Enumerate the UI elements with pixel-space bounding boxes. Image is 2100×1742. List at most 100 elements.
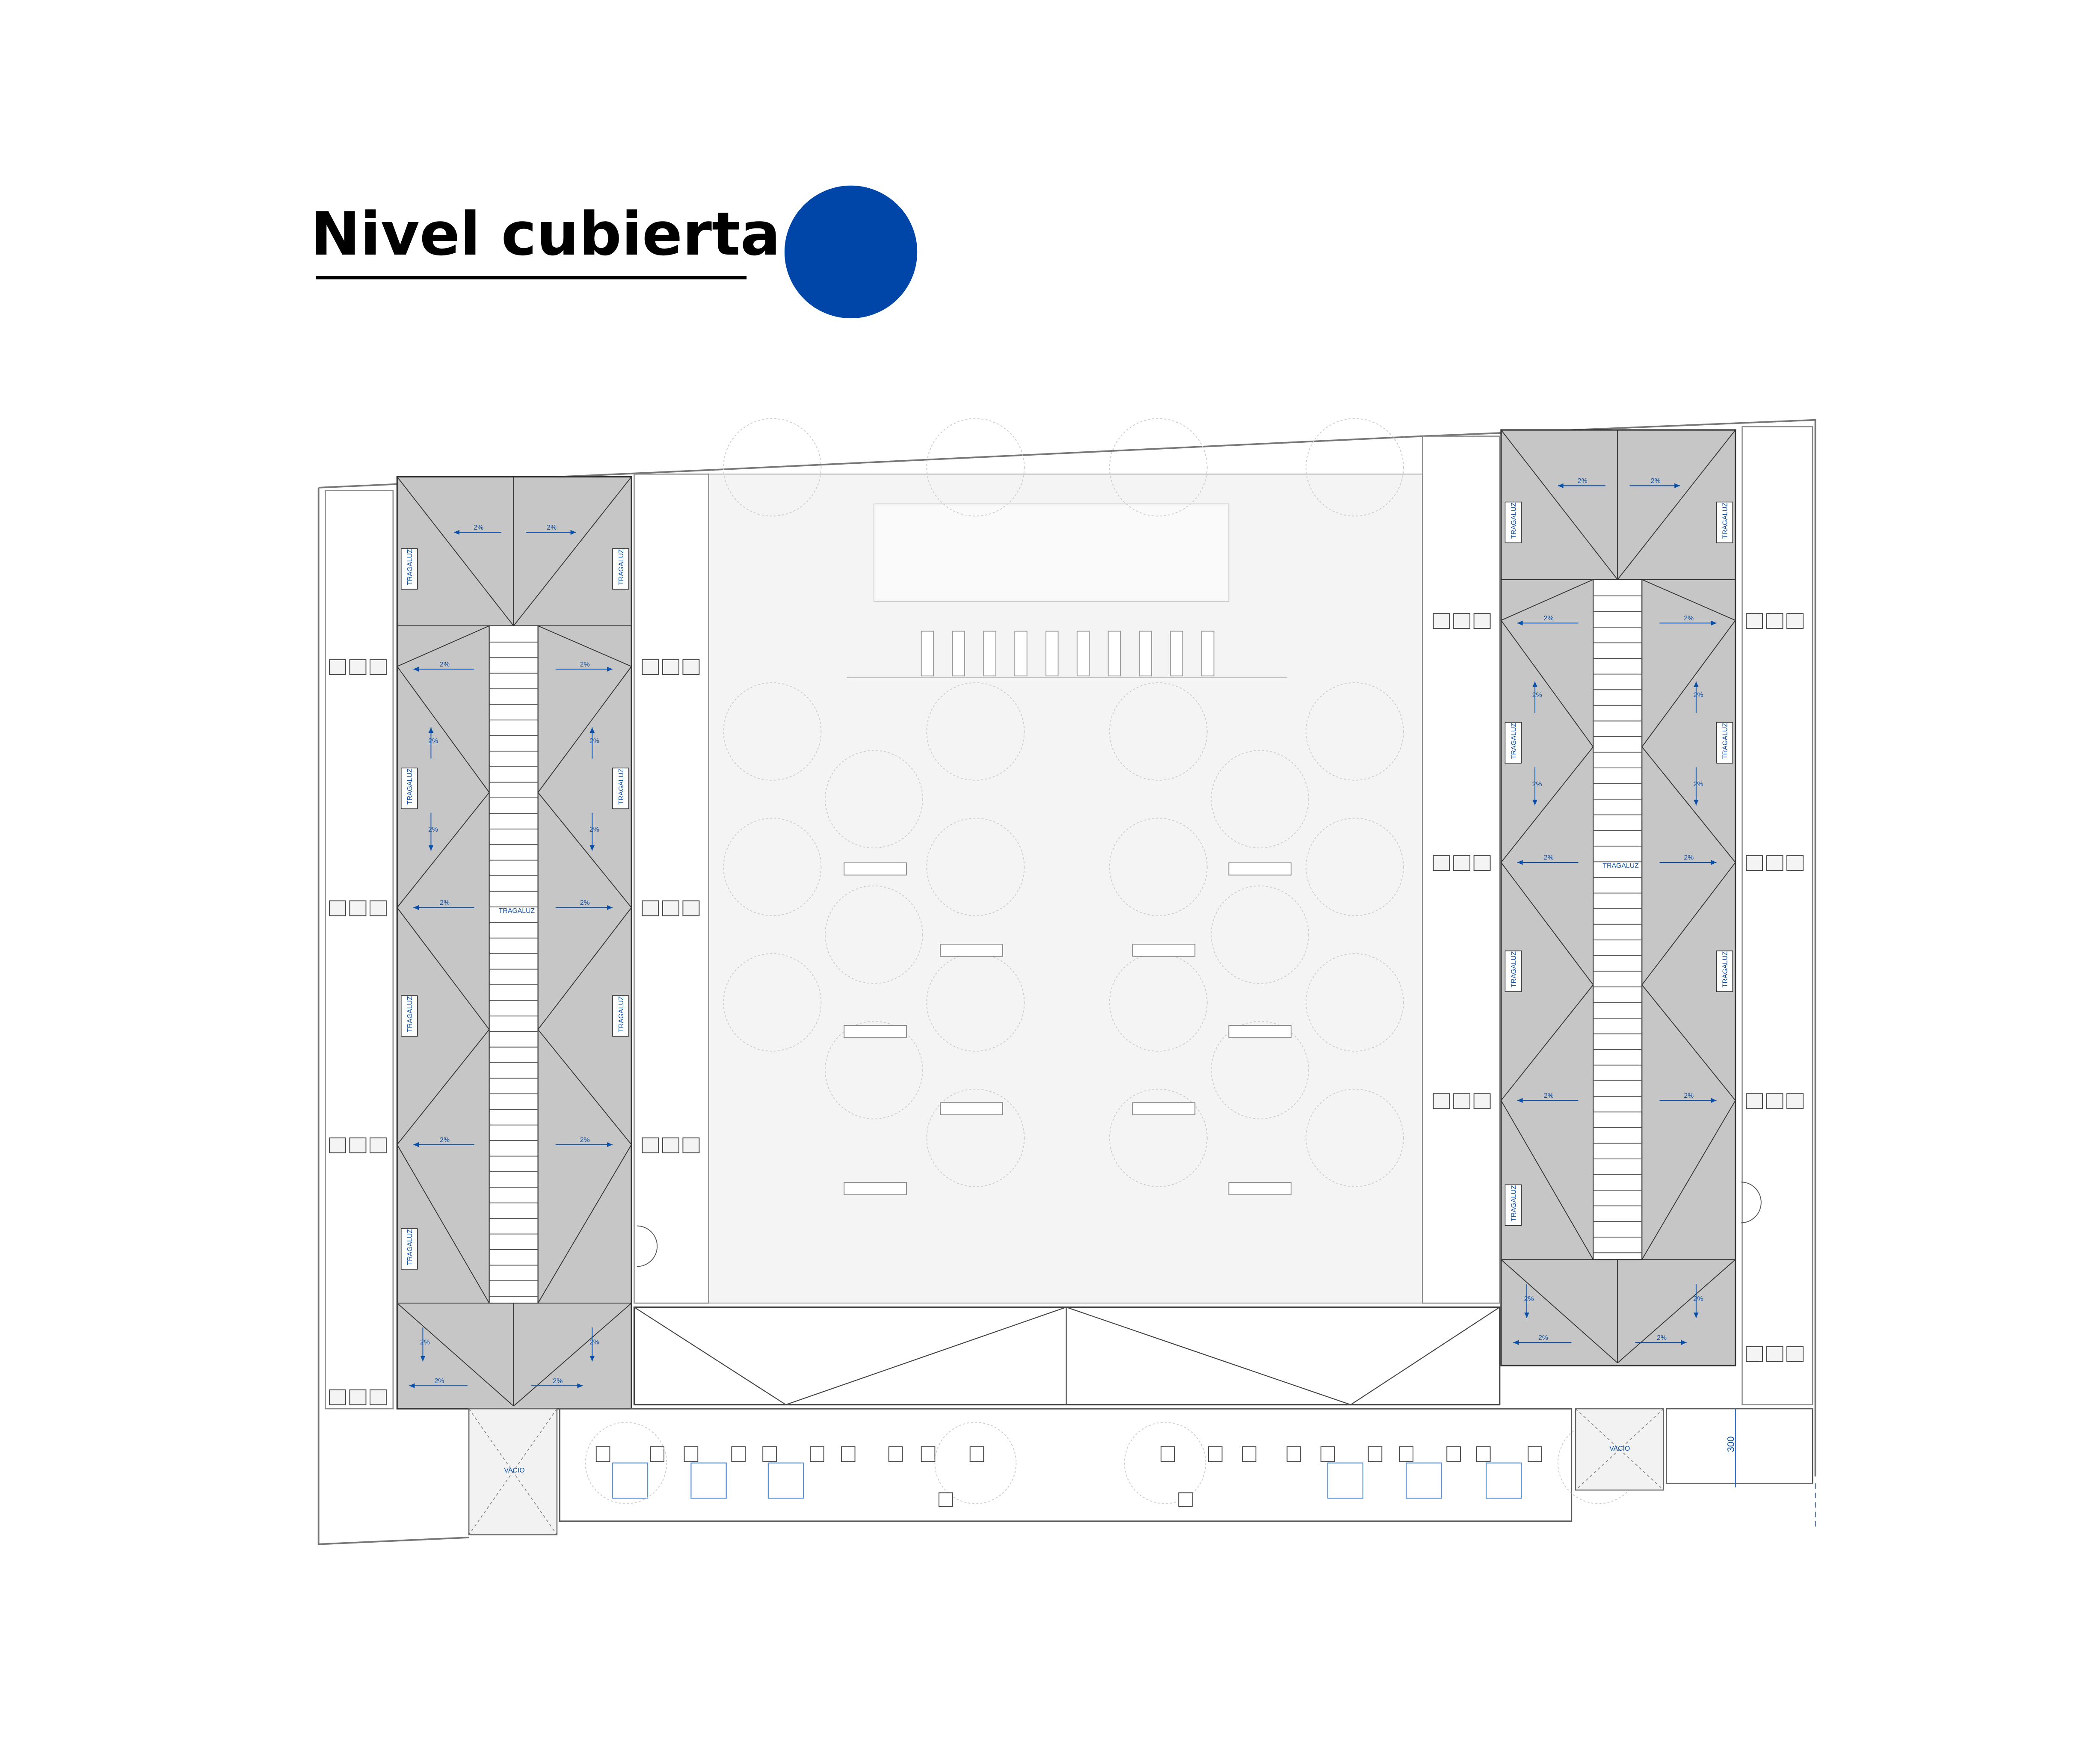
planter-column: [1161, 1446, 1175, 1462]
slope-label: 2%: [474, 524, 483, 531]
slope-arrow: 2%: [413, 899, 474, 910]
bench: [1132, 1102, 1196, 1115]
skylight-label: TRAGALUZ: [1511, 502, 1518, 539]
bench: [844, 1025, 907, 1038]
slope-label: 2%: [1544, 854, 1554, 862]
courtyard-bollard: [1170, 631, 1183, 676]
column-pier: [329, 900, 346, 916]
slope-arrow: 2%: [1694, 681, 1703, 713]
tree-canopy: [1306, 818, 1404, 916]
void-left: VACIO: [468, 1408, 558, 1535]
furniture-outline: [767, 1462, 804, 1499]
column-pier: [349, 1137, 367, 1153]
roof-valley-lines: [1501, 579, 1736, 1363]
column-pier: [1473, 855, 1491, 871]
slope-label: 2%: [1532, 781, 1542, 788]
column-pier: [1473, 1093, 1491, 1109]
skylight-box: TRAGALUZ: [400, 767, 418, 809]
courtyard-bollard: [921, 631, 934, 676]
tree-canopy: [585, 1422, 667, 1504]
slope-label: 2%: [1538, 1334, 1548, 1342]
slope-arrow: 2%: [1532, 767, 1542, 806]
slope-arrow: 2%: [428, 727, 438, 759]
corner-room: [1665, 1408, 1813, 1484]
column-pier: [1453, 855, 1471, 871]
courtyard-bollard: [1046, 631, 1059, 676]
column-pier: [1786, 1346, 1804, 1362]
tree-canopy: [1306, 1088, 1404, 1187]
page-title: Nivel cubierta: [311, 199, 781, 269]
skylight-box: TRAGALUZ: [612, 995, 629, 1037]
furniture-outline: [1406, 1462, 1442, 1499]
stair-curve: [1741, 1182, 1762, 1224]
slope-arrow: 2%: [555, 1136, 613, 1147]
tree-canopy: [934, 1422, 1017, 1504]
column-pier: [1746, 1093, 1763, 1109]
column-pier: [1746, 855, 1763, 871]
skylight-label: TRAGALUZ: [1722, 502, 1729, 539]
planter-column: [731, 1446, 746, 1462]
column-pier: [642, 659, 659, 675]
void-right: VACIO: [1575, 1408, 1665, 1491]
skylight-label: TRAGALUZ: [406, 768, 414, 805]
tree-canopy: [723, 682, 822, 781]
slope-label: 2%: [589, 738, 599, 745]
column-pier: [329, 659, 346, 675]
connecting-roof: [633, 1306, 1501, 1406]
central-courtyard: [708, 473, 1423, 1304]
planter-column: [684, 1446, 699, 1462]
skylight-label: TRAGALUZ: [499, 907, 535, 915]
planter-column: [921, 1446, 936, 1462]
slope-label: 2%: [1694, 781, 1703, 788]
slope-label: 2%: [1684, 854, 1694, 862]
planter-column: [810, 1446, 824, 1462]
planter-column: [888, 1446, 903, 1462]
left-roof-block: TRAGALUZ TRAGALUZ TRAGALUZ TRAGALUZ TRAGALUZ…: [329, 476, 700, 1410]
slope-label: 2%: [440, 661, 450, 668]
planter-column: [1286, 1446, 1301, 1462]
planter-column: [762, 1446, 777, 1462]
tree-canopy: [926, 418, 1025, 517]
column-pier: [662, 659, 679, 675]
skylight-label: TRAGALUZ: [618, 549, 625, 585]
tree-canopy: [723, 953, 822, 1052]
slope-label: 2%: [589, 826, 599, 833]
slope-arrow: 2%: [409, 1378, 468, 1388]
planter-column: [1178, 1492, 1193, 1507]
level-marker-circle: [784, 185, 918, 319]
column-pier: [642, 1137, 659, 1153]
tree-canopy: [1211, 750, 1309, 849]
central-skylight: [489, 625, 539, 1304]
bench: [1228, 1182, 1292, 1195]
column-pier: [682, 1137, 700, 1153]
column-pier: [1433, 855, 1450, 871]
tree-canopy: [1306, 682, 1404, 781]
column-pier: [1453, 1093, 1471, 1109]
tree-canopy: [926, 818, 1025, 916]
courtyard-bollard: [1108, 631, 1121, 676]
column-pier: [349, 1389, 367, 1405]
right-outer-gallery: [1742, 426, 1813, 1405]
column-pier: [1786, 1093, 1804, 1109]
central-skylight: [1593, 579, 1643, 1260]
slope-arrow: 2%: [589, 727, 599, 759]
skylight-box: TRAGALUZ: [1505, 950, 1522, 992]
slope-label: 2%: [1532, 692, 1542, 699]
void-label: VACIO: [504, 1467, 524, 1474]
bench: [1132, 944, 1196, 957]
furniture-outline: [690, 1462, 727, 1499]
bench: [1228, 1025, 1292, 1038]
tree-canopy: [824, 750, 923, 849]
skylight-box: TRAGALUZ: [400, 548, 418, 590]
tree-canopy: [723, 418, 822, 517]
skylight-box: TRAGALUZ: [1505, 722, 1522, 764]
planter-column: [1528, 1446, 1542, 1462]
column-pier: [1746, 613, 1763, 629]
slope-label: 2%: [1651, 477, 1661, 485]
column-pier: [370, 900, 387, 916]
column-pier: [1433, 1093, 1450, 1109]
slope-arrow: 2%: [1694, 767, 1703, 806]
skylight-box: TRAGALUZ: [612, 548, 629, 590]
tree-canopy: [824, 1021, 923, 1120]
slope-label: 2%: [1684, 615, 1694, 622]
